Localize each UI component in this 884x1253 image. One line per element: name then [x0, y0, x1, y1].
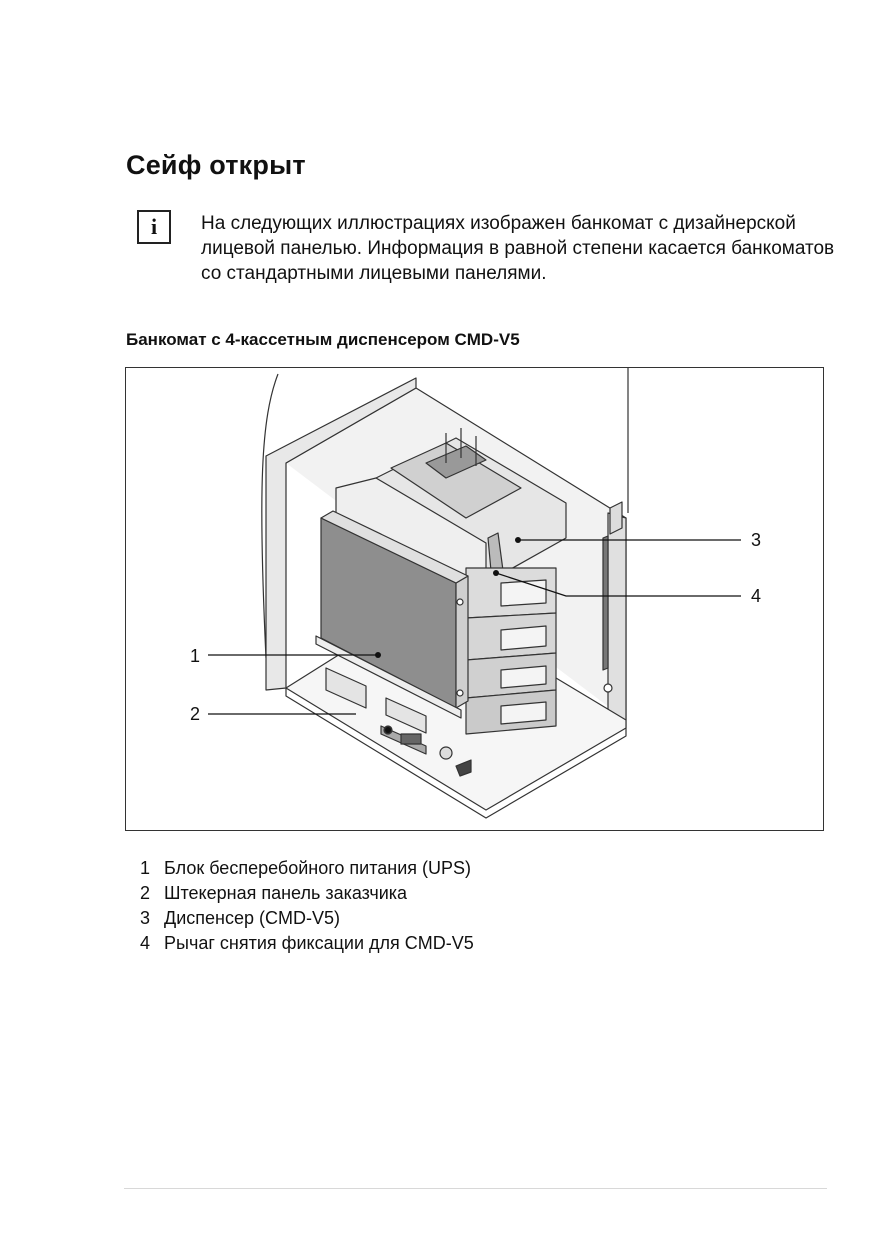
legend-number: 3 — [140, 908, 151, 928]
cassette-handles — [500, 579, 547, 725]
legend-text: Диспенсер (CMD-V5) — [164, 908, 340, 928]
legend-text: Рычаг снятия фиксации для CMD-V5 — [164, 933, 474, 953]
callout-dot-2 — [385, 727, 391, 733]
legend-number: 4 — [140, 933, 151, 953]
floor-bolt — [603, 683, 613, 693]
info-icon: i — [137, 210, 171, 244]
legend-item: 1 Блок бесперебойного питания (UPS) — [140, 856, 474, 881]
callout-label-4: 4 — [751, 586, 761, 606]
floor-edge — [285, 688, 627, 819]
rail-bracket — [609, 501, 623, 535]
safe-right-panel — [607, 512, 627, 729]
atm-safe-drawing: 1 2 3 4 — [190, 368, 761, 819]
ups-top — [320, 510, 469, 584]
callout-label-1: 1 — [190, 646, 200, 666]
info-note-text: На следующих иллюстрациях изображен банк… — [201, 213, 835, 284]
ups-side — [455, 575, 469, 709]
legend-number: 1 — [140, 858, 151, 878]
figure-legend: 1 Блок бесперебойного питания (UPS) 2 Шт… — [140, 856, 474, 956]
cassette-stack — [465, 567, 557, 735]
info-icon-glyph: i — [150, 214, 158, 239]
safe-door-arc — [261, 373, 279, 659]
ups-indicator — [456, 689, 464, 697]
callout-label-3: 3 — [751, 530, 761, 550]
dispenser-gear-lines — [445, 428, 477, 466]
right-rail — [602, 535, 609, 671]
callout-dot-4 — [493, 570, 499, 576]
legend-text: Блок бесперебойного питания (UPS) — [164, 858, 472, 878]
page-title: Сейф открыт — [126, 150, 306, 180]
legend-item: 2 Штекерная панель заказчика — [140, 881, 474, 906]
legend-item: 3 Диспенсер (CMD-V5) — [140, 906, 474, 931]
floor-component — [325, 667, 367, 709]
dispenser-rollers — [425, 445, 487, 479]
dispenser-transport — [390, 442, 522, 519]
atm-illustration: 1 2 3 4 — [125, 367, 824, 831]
floor-fitting — [439, 746, 453, 760]
callout-line-4 — [495, 572, 741, 597]
ups-indicator — [456, 598, 464, 606]
figure-caption: Банкомат с 4-кассетным диспенсером CMD-V… — [126, 330, 520, 349]
callout-dot-3 — [515, 537, 521, 543]
legend-item: 4 Рычаг снятия фиксации для CMD-V5 — [140, 931, 474, 956]
ups-base-bracket — [315, 635, 462, 719]
floor-fitting — [455, 759, 472, 777]
safe-left-wall — [265, 377, 417, 691]
legend-text: Штекерная панель заказчика — [164, 883, 408, 903]
connector-port — [400, 733, 422, 745]
footer-divider — [124, 1188, 827, 1189]
legend-number: 2 — [140, 883, 151, 903]
floor-component — [385, 697, 427, 734]
callout-label-2: 2 — [190, 704, 200, 724]
callout-dot-1 — [375, 652, 381, 658]
